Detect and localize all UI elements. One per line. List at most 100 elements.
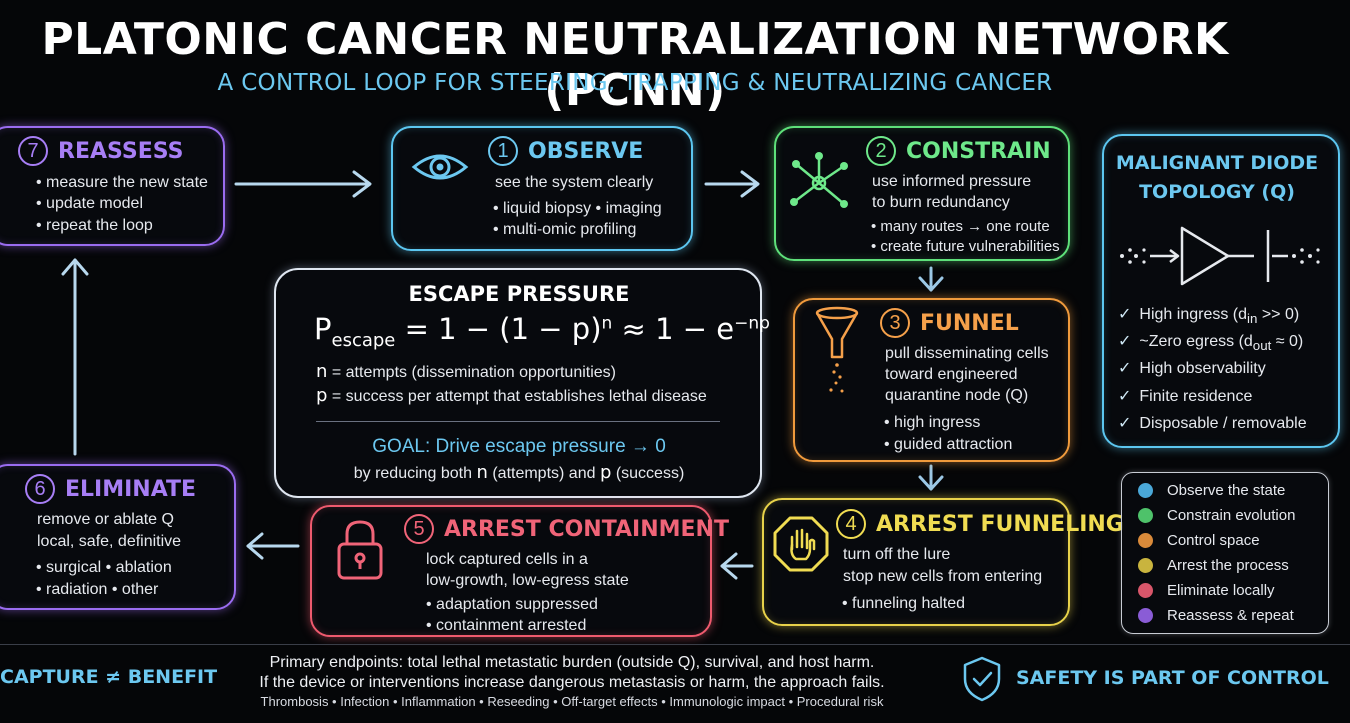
observe-line-2: • liquid biopsy • imaging: [493, 200, 662, 217]
legend-item-eliminate: Eliminate locally: [1138, 582, 1275, 599]
step-arrest-funneling-title: ARREST FUNNELING: [876, 511, 1124, 537]
arrest-containment-line-3: • adaptation suppressed: [426, 596, 598, 613]
diode-check-3: ✓High observability: [1118, 360, 1266, 377]
step-number-2: 2: [866, 136, 896, 166]
page-subtitle: A CONTROL LOOP FOR STEERING, TRAPPING & …: [217, 70, 1053, 96]
legend-item-control: Control space: [1138, 532, 1260, 549]
n-definition: n = attempts (dissemination opportunitie…: [316, 361, 617, 382]
legend-item-observe: Observe the state: [1138, 482, 1285, 499]
legend-dot: [1138, 583, 1153, 598]
escape-goal: GOAL: Drive escape pressure → 0: [372, 436, 666, 457]
constrain-line-1: use informed pressure: [872, 173, 1032, 190]
diode-check-2: ✓~Zero egress (dout ≈ 0): [1118, 333, 1304, 354]
step-arrest-funneling-header: 4 ARREST FUNNELING: [836, 509, 1124, 539]
eliminate-line-2: local, safe, definitive: [37, 533, 182, 550]
step-constrain-title: CONSTRAIN: [906, 138, 1051, 164]
diode-check-1: ✓High ingress (din >> 0): [1118, 306, 1300, 327]
legend-item-arrest: Arrest the process: [1138, 557, 1289, 574]
escape-formula: Pescape = 1 − (1 − p)n ≈ 1 − e−np: [314, 312, 770, 351]
page-title: PLATONIC CANCER NEUTRALIZATION NETWORK (…: [41, 14, 1229, 116]
malignant-diode-box: [1102, 134, 1340, 448]
step-number-5: 5: [404, 514, 434, 544]
step-funnel-box: [793, 298, 1070, 462]
check-icon: ✓: [1118, 306, 1132, 323]
eye-icon: [411, 154, 469, 180]
eliminate-line-4: • radiation • other: [36, 581, 159, 598]
check-icon: ✓: [1118, 415, 1132, 432]
check-icon: ✓: [1118, 333, 1132, 350]
capture-benefit-label: CAPTURE ≠ BENEFIT: [0, 666, 218, 688]
risks-line: Thrombosis • Infection • Inflammation • …: [260, 694, 884, 709]
step-arrest-containment-header: 5 ARREST CONTAINMENT: [404, 514, 729, 544]
arrow-observe-to-constrain: [704, 170, 760, 198]
legend-dot: [1138, 608, 1153, 623]
step-observe-title: OBSERVE: [528, 138, 644, 164]
padlock-icon: [337, 520, 383, 580]
step-number-3: 3: [880, 308, 910, 338]
arrest-funneling-line-2: stop new cells from entering: [843, 568, 1043, 585]
stop-hand-icon: [773, 516, 829, 572]
legend-dot: [1138, 483, 1153, 498]
funnel-line-4: • high ingress: [884, 414, 981, 431]
step-eliminate-title: ELIMINATE: [65, 476, 197, 502]
escape-divider: [316, 421, 720, 422]
reassess-line-2: • update model: [36, 195, 144, 212]
constrain-line-3: • many routes → one route: [871, 218, 1050, 235]
arrow-containment-to-eliminate: [246, 532, 300, 560]
step-reassess-title: REASSESS: [58, 138, 184, 164]
legend-dot: [1138, 533, 1153, 548]
check-icon: ✓: [1118, 360, 1132, 377]
constrain-line-2: to burn redundancy: [872, 194, 1010, 211]
arrow-eliminate-to-reassess: [61, 258, 89, 456]
arrow-constrain-to-funnel: [918, 266, 944, 292]
arrest-containment-line-1: lock captured cells in a: [426, 551, 588, 568]
legend-item-reassess: Reassess & repeat: [1138, 607, 1294, 624]
arrow-reassess-to-observe: [234, 170, 372, 198]
diode-check-4: ✓Finite residence: [1118, 388, 1253, 405]
escape-pressure-title: ESCAPE PRESSURE: [408, 282, 630, 306]
reassess-line-1: • measure the new state: [36, 174, 208, 191]
legend-item-constrain: Constrain evolution: [1138, 507, 1295, 524]
arrest-funneling-line-1: turn off the lure: [843, 546, 951, 563]
safety-label: SAFETY IS PART OF CONTROL: [1016, 667, 1329, 689]
footer-divider: [0, 644, 1350, 645]
diode-check-5: ✓Disposable / removable: [1118, 415, 1307, 432]
arrow-funnel-to-arrest-funneling: [918, 464, 944, 491]
diode-icon: [1120, 226, 1320, 286]
p-definition: p = success per attempt that establishes…: [316, 385, 707, 406]
step-number-1: 1: [488, 136, 518, 166]
legend-box: [1121, 472, 1329, 634]
funnel-icon: [815, 306, 859, 393]
arrest-containment-line-4: • containment arrested: [426, 617, 587, 634]
step-number-6: 6: [25, 474, 55, 504]
reassess-line-3: • repeat the loop: [36, 217, 153, 234]
constrain-line-4: • create future vulnerabilities: [871, 238, 1060, 255]
arrest-funneling-line-3: • funneling halted: [842, 595, 966, 612]
escape-pressure-box: [274, 268, 762, 498]
check-icon: ✓: [1118, 388, 1132, 405]
step-arrest-containment-box: [310, 505, 712, 637]
step-funnel-title: FUNNEL: [920, 310, 1019, 336]
step-number-7: 7: [18, 136, 48, 166]
step-arrest-containment-title: ARREST CONTAINMENT: [444, 516, 729, 542]
shield-check-icon: [963, 656, 1001, 702]
step-observe-box: [391, 126, 693, 251]
endpoints-line-1: Primary endpoints: total lethal metastat…: [269, 654, 875, 671]
step-constrain-header: 2 CONSTRAIN: [866, 136, 1051, 166]
step-number-4: 4: [836, 509, 866, 539]
legend-dot: [1138, 508, 1153, 523]
eliminate-line-1: remove or ablate Q: [37, 511, 174, 528]
escape-goal-detail: by reducing both n (attempts) and p (suc…: [353, 462, 685, 483]
step-reassess-header: 7 REASSESS: [18, 136, 183, 166]
endpoints-line-2: If the device or interventions increase …: [259, 674, 885, 691]
arrest-containment-line-2: low-growth, low-egress state: [426, 572, 629, 589]
funnel-line-1: pull disseminating cells: [885, 345, 1049, 362]
funnel-line-5: • guided attraction: [884, 436, 1013, 453]
observe-line-3: • multi-omic profiling: [493, 221, 637, 238]
observe-line-1: see the system clearly: [495, 174, 654, 191]
eliminate-line-3: • surgical • ablation: [36, 559, 172, 576]
step-funnel-header: 3 FUNNEL: [880, 308, 1019, 338]
step-eliminate-header: 6 ELIMINATE: [25, 474, 196, 504]
arrow-arrest-funneling-to-containment: [720, 552, 754, 580]
